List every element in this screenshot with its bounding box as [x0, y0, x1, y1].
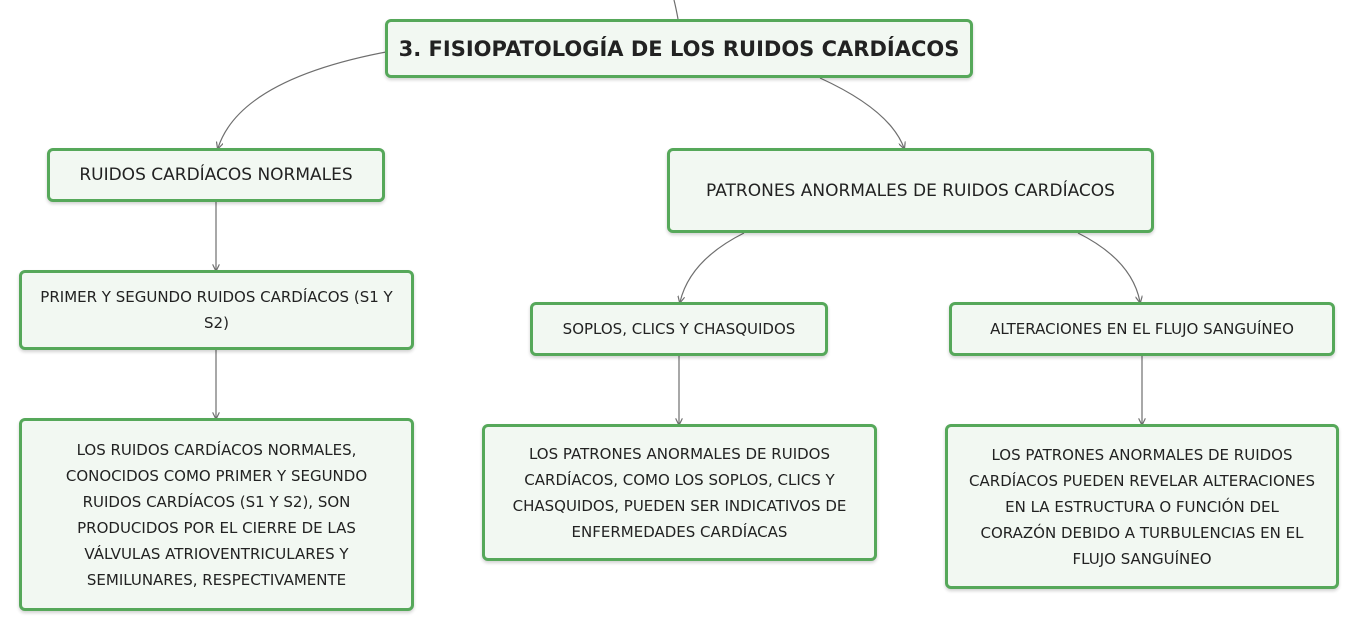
- connector-root-anormales: [819, 77, 904, 148]
- connector-anormales-flujo: [1077, 232, 1140, 302]
- topic-patrones-anormales-label: PATRONES ANORMALES DE RUIDOS CARDÍACOS: [706, 180, 1115, 201]
- subtopic-soplos[interactable]: SOPLOS, CLICS Y CHASQUIDOS: [530, 302, 828, 356]
- detail-flujo[interactable]: LOS PATRONES ANORMALES DE RUIDOS CARDÍAC…: [945, 424, 1339, 589]
- root-topic[interactable]: 3. FISIOPATOLOGÍA DE LOS RUIDOS CARDÍACO…: [385, 19, 973, 78]
- topic-ruidos-normales-label: RUIDOS CARDÍACOS NORMALES: [79, 165, 353, 185]
- subtopic-flujo[interactable]: ALTERACIONES EN EL FLUJO SANGUÍNEO: [949, 302, 1335, 356]
- root-topic-label: 3. FISIOPATOLOGÍA DE LOS RUIDOS CARDÍACO…: [398, 36, 960, 61]
- detail-soplos-text: LOS PATRONES ANORMALES DE RUIDOS CARDÍAC…: [512, 444, 847, 541]
- connector-root-normales: [218, 51, 387, 148]
- connector-incoming-root: [673, 0, 679, 20]
- subtopic-s1-s2-label: PRIMER Y SEGUNDO RUIDOS CARDÍACOS (S1 Y …: [40, 288, 393, 332]
- topic-patrones-anormales[interactable]: PATRONES ANORMALES DE RUIDOS CARDÍACOS: [667, 148, 1154, 233]
- subtopic-soplos-label: SOPLOS, CLICS Y CHASQUIDOS: [562, 320, 796, 338]
- subtopic-s1-s2[interactable]: PRIMER Y SEGUNDO RUIDOS CARDÍACOS (S1 Y …: [19, 270, 414, 350]
- topic-ruidos-normales[interactable]: RUIDOS CARDÍACOS NORMALES: [47, 148, 385, 202]
- detail-s1-s2[interactable]: LOS RUIDOS CARDÍACOS NORMALES, CONOCIDOS…: [19, 418, 414, 611]
- connector-anormales-soplos: [680, 232, 745, 302]
- detail-soplos[interactable]: LOS PATRONES ANORMALES DE RUIDOS CARDÍAC…: [482, 424, 877, 561]
- subtopic-flujo-label: ALTERACIONES EN EL FLUJO SANGUÍNEO: [990, 320, 1294, 338]
- detail-s1-s2-text: LOS RUIDOS CARDÍACOS NORMALES, CONOCIDOS…: [65, 440, 368, 589]
- detail-flujo-text: LOS PATRONES ANORMALES DE RUIDOS CARDÍAC…: [969, 445, 1315, 568]
